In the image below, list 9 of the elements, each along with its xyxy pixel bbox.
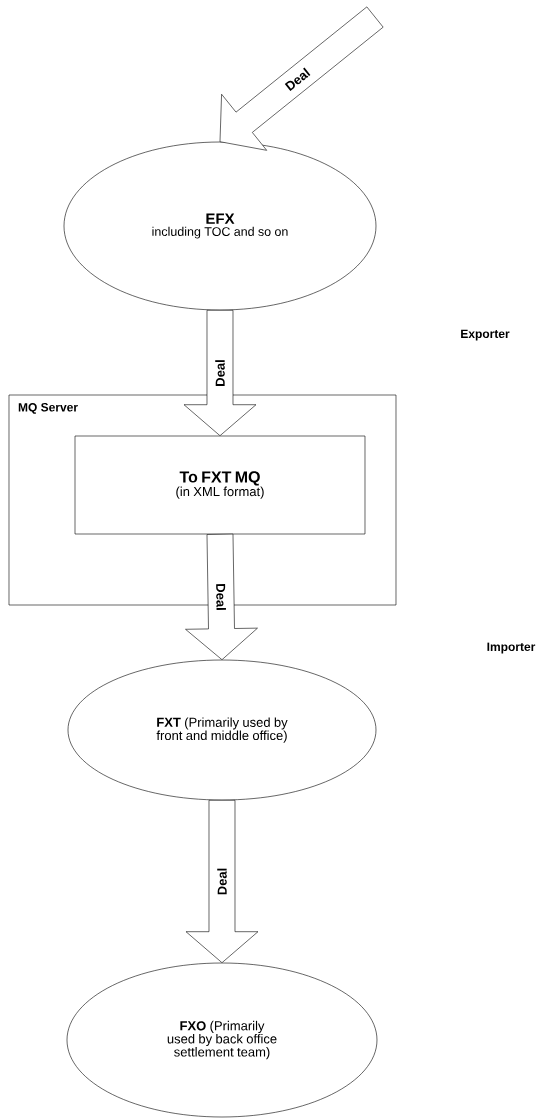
queue-box: To FXT MQ (in XML format) <box>74 435 366 535</box>
edge-label: Deal <box>216 867 228 896</box>
side-label: Exporter <box>461 329 510 341</box>
block-arrow <box>185 533 258 660</box>
edge-label: Deal <box>214 358 226 388</box>
side-label: Importer <box>487 642 536 654</box>
block-arrow <box>185 800 259 963</box>
block-arrow <box>183 310 257 436</box>
block-arrow <box>219 6 384 151</box>
